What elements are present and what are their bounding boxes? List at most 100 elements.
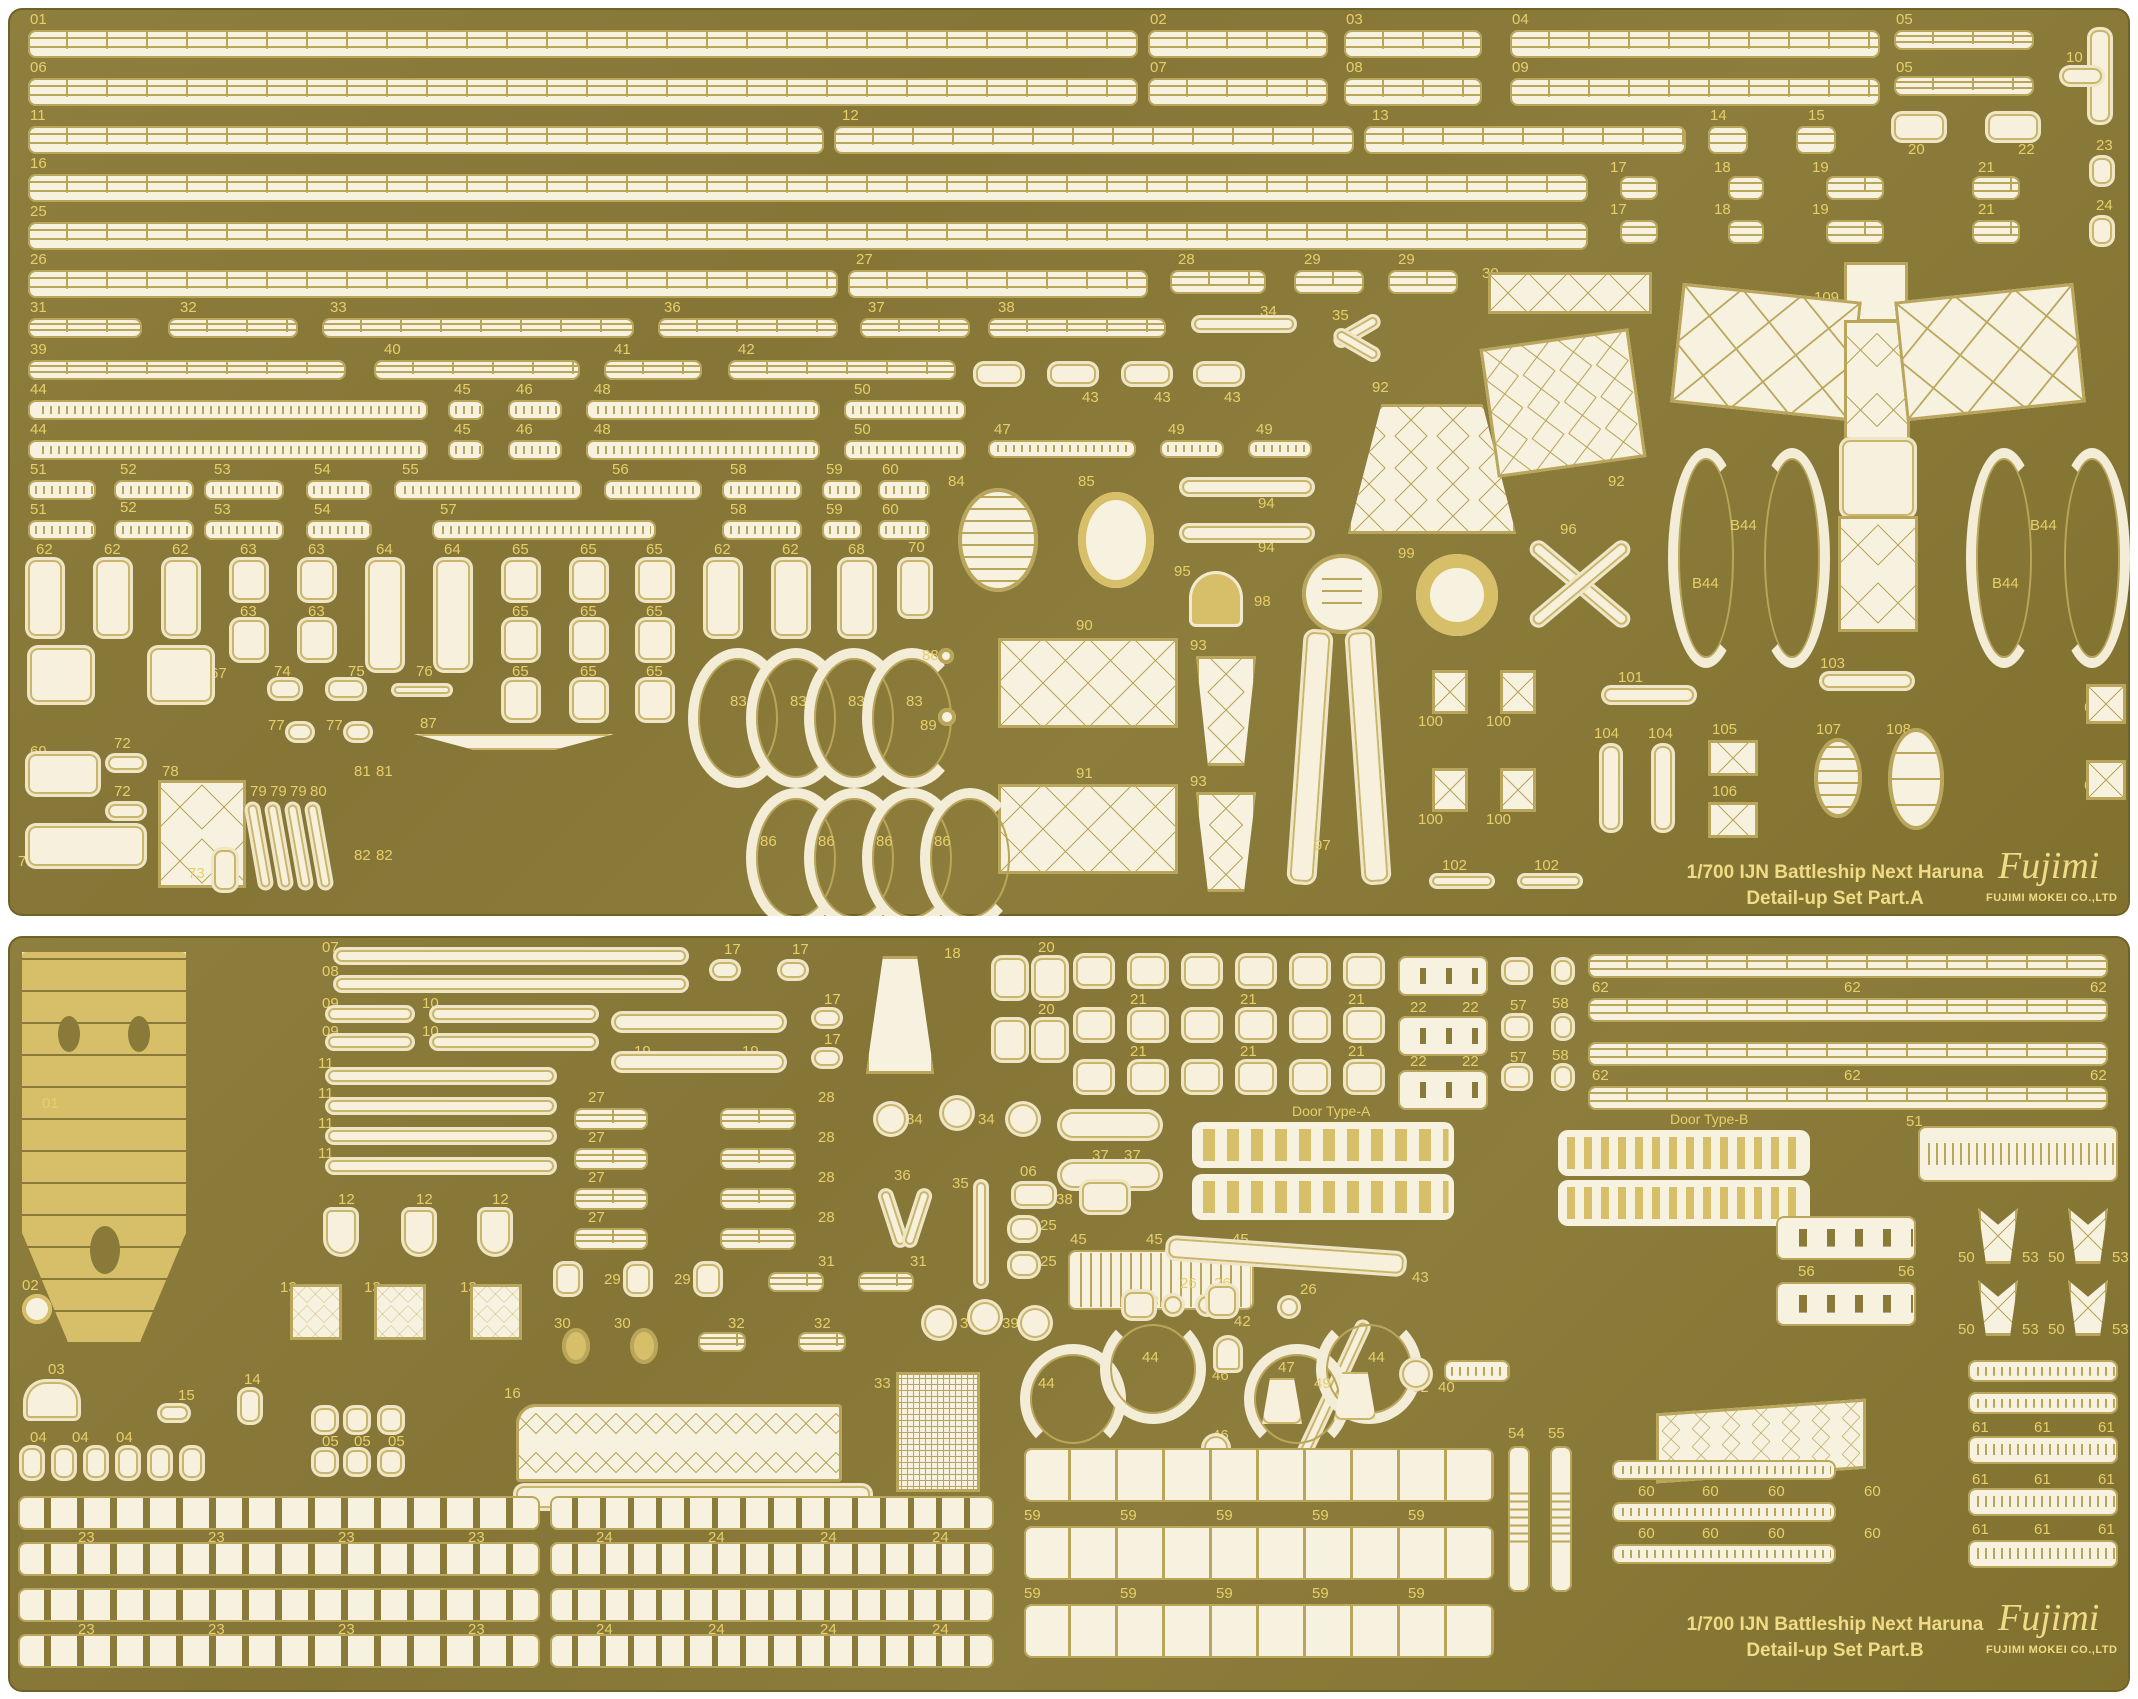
part-label: 107 bbox=[1816, 721, 1842, 738]
part-label: 11 bbox=[318, 1085, 334, 1102]
part-17 bbox=[712, 962, 738, 978]
part-label: 23 bbox=[78, 1529, 95, 1546]
part-20d bbox=[1034, 1020, 1066, 1060]
part-label: 80 bbox=[310, 783, 327, 800]
caption-title: 1/700 IJN Battleship Next Haruna bbox=[1686, 862, 1984, 883]
part-label: 21 bbox=[1978, 201, 1995, 218]
part-05b bbox=[346, 1408, 368, 1432]
railing-18 bbox=[1728, 176, 1764, 200]
part-label: 04 bbox=[72, 1429, 89, 1446]
part-label: 32 bbox=[180, 299, 197, 316]
part-13c bbox=[470, 1284, 522, 1340]
part-label: 98 bbox=[1254, 593, 1271, 610]
part-label: 62 bbox=[714, 541, 731, 558]
part-04 bbox=[22, 1448, 42, 1478]
part-21b bbox=[1130, 956, 1166, 986]
stair-65 bbox=[504, 560, 538, 600]
part-80-curve bbox=[306, 803, 332, 889]
part-label: 10 bbox=[422, 1023, 439, 1040]
part-label: 58 bbox=[1552, 1047, 1569, 1064]
rail-10b bbox=[432, 1036, 596, 1048]
part-label: 62 bbox=[172, 541, 189, 558]
part-label: 26 bbox=[1180, 1275, 1197, 1292]
part-label: 65 bbox=[580, 603, 597, 620]
part-58b bbox=[1554, 1016, 1572, 1038]
part-34-propeller-c bbox=[1008, 1104, 1038, 1134]
railing-39 bbox=[28, 360, 346, 380]
part-label: 18 bbox=[944, 945, 961, 962]
part-label: 61 bbox=[2098, 1471, 2115, 1488]
part-label: 21 bbox=[1240, 991, 1257, 1008]
part-label: 85 bbox=[1078, 473, 1095, 490]
railing-18b bbox=[1728, 220, 1764, 244]
part-label: 08 bbox=[1346, 59, 1363, 76]
part-label: 45 bbox=[1070, 1231, 1087, 1248]
part-25b bbox=[1010, 1254, 1038, 1276]
davit-b44-left2 bbox=[1754, 448, 1830, 668]
part-label: 61 bbox=[2098, 1521, 2115, 1538]
part-label: 27 bbox=[588, 1169, 605, 1186]
railing-38 bbox=[988, 318, 1166, 338]
part-94-strip bbox=[1182, 480, 1312, 494]
part-label: 59 bbox=[1216, 1507, 1233, 1524]
part-50-53c bbox=[1978, 1280, 2018, 1336]
part-label: 04 bbox=[1512, 11, 1529, 28]
part-label: 77 bbox=[326, 717, 343, 734]
rail-28c bbox=[720, 1188, 796, 1210]
part-59-net-row3 bbox=[1024, 1604, 1494, 1658]
part-23-grid-row1 bbox=[18, 1496, 540, 1530]
part-109-lower-box bbox=[1842, 440, 1914, 516]
part-79-curve bbox=[246, 803, 272, 889]
part-label: 62 bbox=[782, 541, 799, 558]
part-label: 07 bbox=[322, 939, 339, 956]
part-label: B44 bbox=[1992, 575, 2019, 592]
deck-01-hole-b bbox=[128, 1016, 150, 1052]
part-label: 40 bbox=[384, 341, 401, 358]
part-label: 82 bbox=[354, 847, 371, 864]
ladder-52b bbox=[114, 520, 194, 540]
part-label: 31 bbox=[910, 1253, 927, 1270]
railing-14 bbox=[1708, 126, 1748, 154]
part-label: 34 bbox=[978, 1111, 995, 1128]
part-20 bbox=[1894, 114, 1944, 140]
part-label: 10 bbox=[2066, 49, 2083, 66]
part-100d bbox=[1500, 768, 1536, 812]
part-54-mast bbox=[1508, 1446, 1530, 1592]
stair-62d bbox=[706, 560, 740, 636]
part-label: 65 bbox=[512, 541, 529, 558]
part-50-53d bbox=[2068, 1280, 2108, 1336]
stair-62e bbox=[774, 560, 808, 636]
part-58c bbox=[1554, 1066, 1572, 1088]
part-12b bbox=[404, 1210, 434, 1254]
part-43d bbox=[1196, 364, 1242, 384]
part-23 bbox=[2092, 158, 2112, 184]
railing-21b bbox=[1972, 220, 2020, 244]
part-label: 09 bbox=[1512, 59, 1529, 76]
rail-11b bbox=[328, 1100, 554, 1112]
railing-13 bbox=[1364, 126, 1686, 154]
part-label: 60 bbox=[1768, 1525, 1785, 1542]
part-label: 74 bbox=[274, 663, 291, 680]
part-42 bbox=[1208, 1286, 1236, 1316]
part-label: 19 bbox=[1812, 159, 1829, 176]
ladder-60b bbox=[878, 520, 930, 540]
stair-63d bbox=[300, 620, 334, 660]
railing-12 bbox=[834, 126, 1354, 154]
part-label: 17 bbox=[1610, 201, 1627, 218]
part-77 bbox=[288, 724, 312, 740]
part-23-grid-row2 bbox=[18, 1542, 540, 1576]
ladder-54 bbox=[306, 480, 372, 500]
part-label: 11 bbox=[318, 1115, 334, 1132]
part-label: 59 bbox=[1312, 1507, 1329, 1524]
door-type-a-row2 bbox=[1192, 1174, 1454, 1220]
part-43b bbox=[1050, 364, 1096, 384]
part-label: 77 bbox=[268, 717, 285, 734]
part-label: 61 bbox=[2034, 1521, 2051, 1538]
part-37-rings bbox=[1060, 1112, 1160, 1138]
railing-37 bbox=[860, 318, 970, 338]
part-label: 56 bbox=[1898, 1263, 1915, 1280]
part-label: 23 bbox=[338, 1621, 355, 1638]
railing-11 bbox=[28, 126, 824, 154]
part-label: 21 bbox=[1130, 1043, 1147, 1060]
part-label: 18 bbox=[1714, 201, 1731, 218]
